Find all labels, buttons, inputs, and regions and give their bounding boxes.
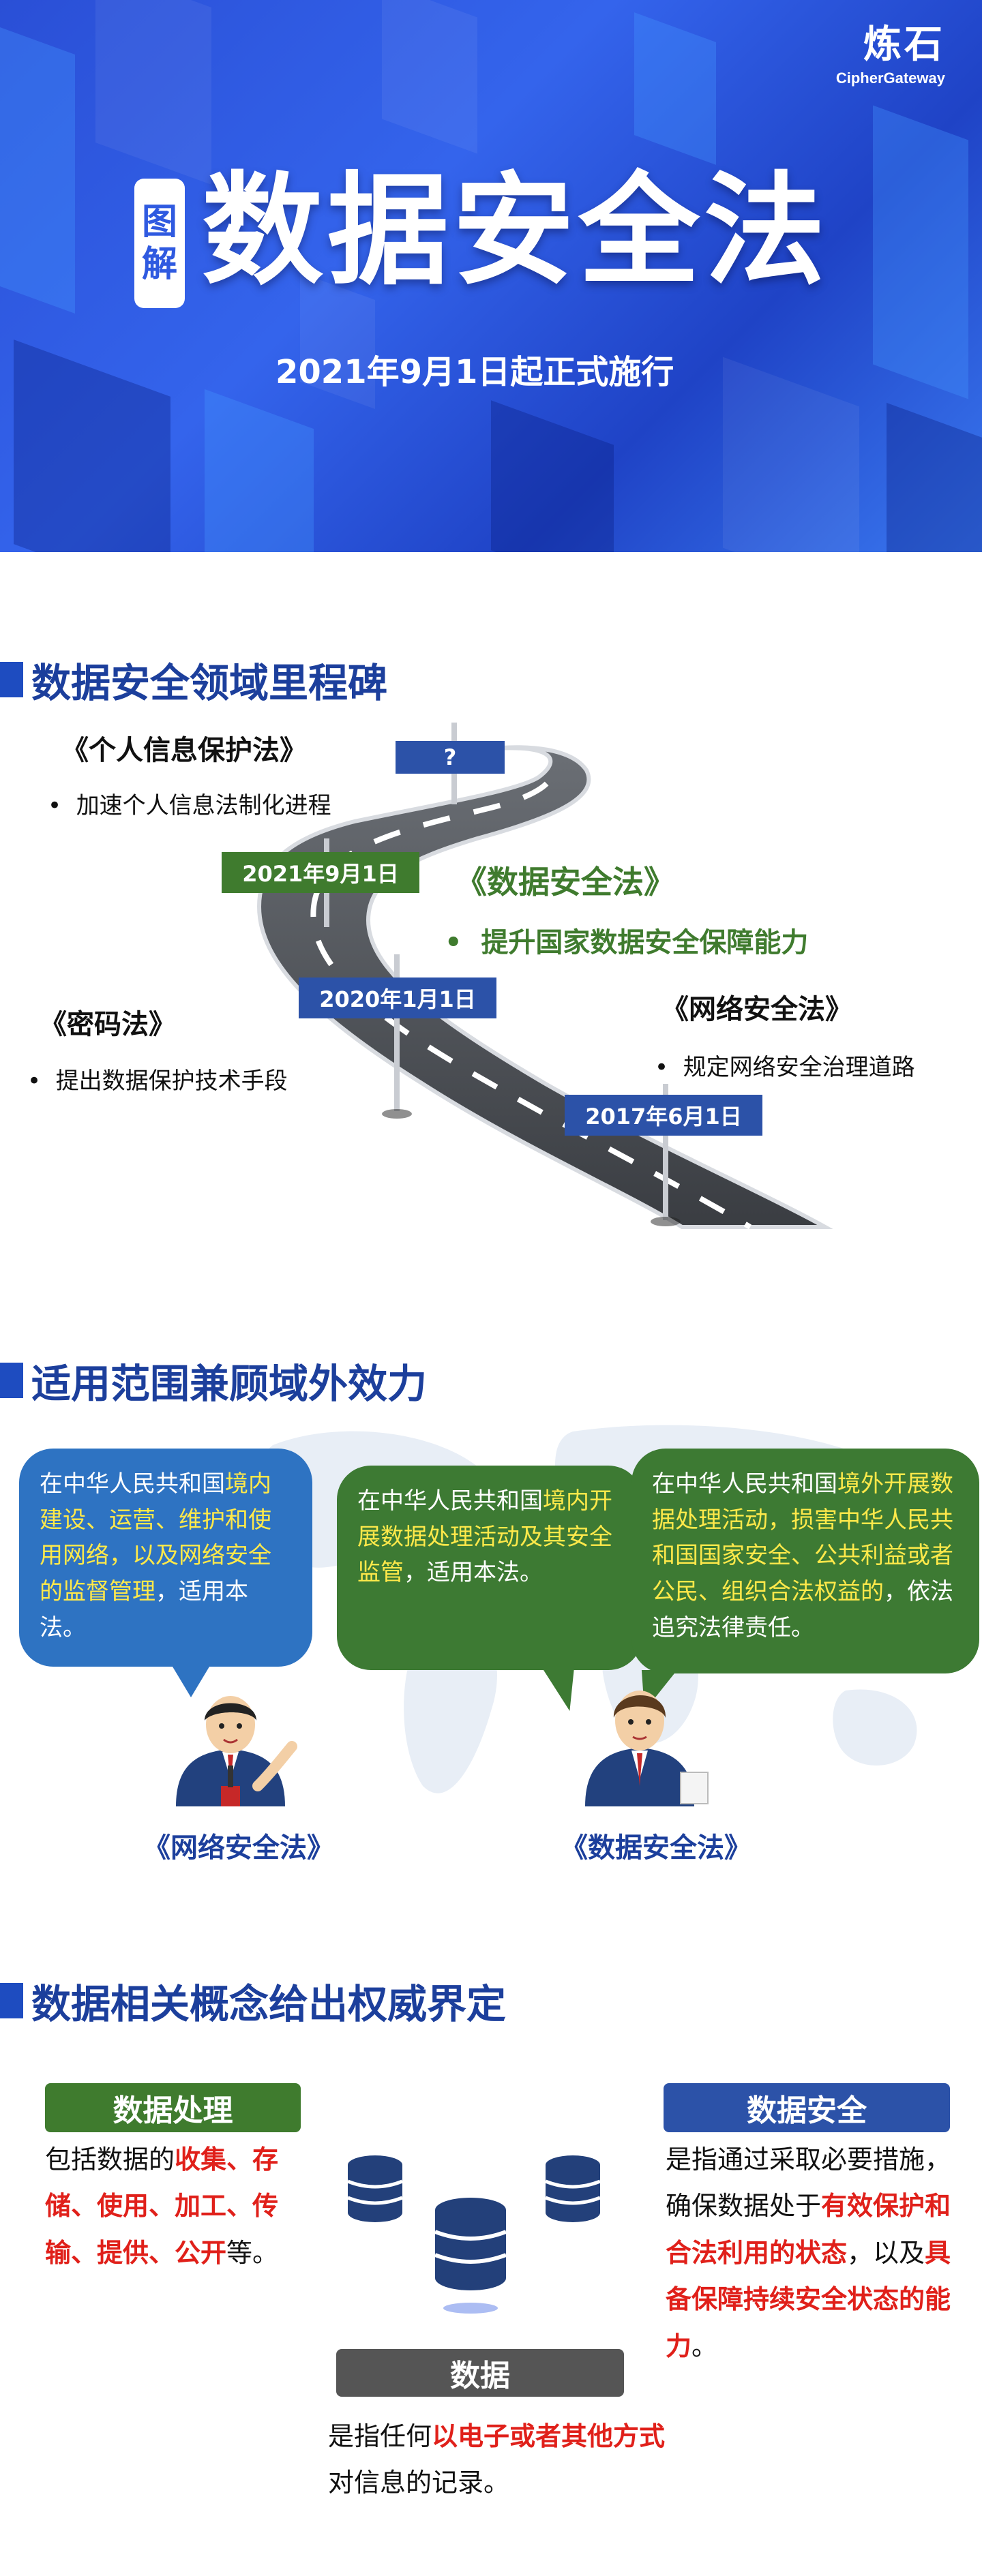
scope-bubble-data-security-law-extraterritorial: 在中华人民共和国境外开展数据处理活动，损害中华人民共和国国家安全、公共利益或者公… [631,1449,979,1673]
section-bar [0,1983,23,2018]
header-banner: 炼石 CipherGateway 图 解 数据安全法 2021年9月1日起正式施… [0,0,982,552]
bullet: • [48,792,62,819]
label-data-processing: 数据处理 [45,2083,301,2132]
brand-logo: 炼石 CipherGateway [836,26,945,87]
milestone-future-pill: ? [396,741,505,774]
milestone-2017-desc: • 规定网络安全治理道路 [655,1054,915,1081]
tag-char-1: 图 [141,201,177,243]
section-bar [0,662,23,697]
milestone-2017-law: 《网络安全法》 [661,994,852,1025]
milestone-2020-law: 《密码法》 [40,1009,176,1040]
milestone-future-desc: • 加速个人信息法制化进程 [48,792,331,819]
text-data: 是指任何以电子或者其他方式对信息的记录。 [328,2421,666,2498]
milestone-2021-law: 《数据安全法》 [456,864,675,900]
milestone-2017-pill: 2017年6月1日 [565,1095,762,1136]
road-graphic [256,723,833,1230]
label-data: 数据 [336,2349,624,2397]
speaker-left-figure [176,1696,297,1806]
milestone-2021-desc: • 提升国家数据安全保障能力 [445,927,809,958]
milestone-2020-pill: 2020年1月1日 [299,978,496,1018]
tujie-tag: 图 解 [134,179,185,308]
section-title-concepts: 数据相关概念给出权威界定 [0,1977,506,2027]
text-data-security: 是指通过采取必要措施，确保数据处于有效保护和合法利用的状态，以及具备保障持续安全… [666,2145,951,2361]
speaker-right-figure [585,1691,709,1806]
caption-data-security-law: 《数据安全法》 [561,1832,752,1864]
bullet: • [445,927,462,958]
caption-cybersecurity-law: 《网络安全法》 [143,1832,334,1864]
label-data-security: 数据安全 [664,2083,950,2132]
milestone-future-law: 《个人信息保护法》 [61,735,307,766]
section-title-scope: 适用范围兼顾域外效力 [0,1357,427,1407]
database-icon [347,2155,601,2314]
section-title-milestones: 数据安全领域里程碑 [0,656,387,706]
brand-name: 炼石 [863,22,945,67]
milestone-2021-pill: 2021年9月1日 [222,852,419,893]
scope-bubble-data-security-law-domestic: 在中华人民共和国境内开展数据处理活动及其安全监管，适用本法。 [337,1466,642,1670]
bullet: • [655,1054,669,1081]
text-data-processing: 包括数据的收集、存储、使用、加工、传输、提供、公开等。 [45,2145,279,2268]
section-bar [0,1363,23,1398]
page-title: 数据安全法 [202,160,829,301]
page-subtitle: 2021年9月1日起正式施行 [276,353,674,391]
bullet: • [27,1067,42,1095]
tag-char-2: 解 [141,244,177,285]
brand-sub: CipherGateway [835,70,945,87]
milestone-2020-desc: • 提出数据保护技术手段 [27,1067,288,1095]
scope-bubble-cybersecurity-law: 在中华人民共和国境内建设、运营、维护和使用网络，以及网络安全的监督管理，适用本法… [19,1449,312,1667]
bubble-tail [170,1663,211,1697]
